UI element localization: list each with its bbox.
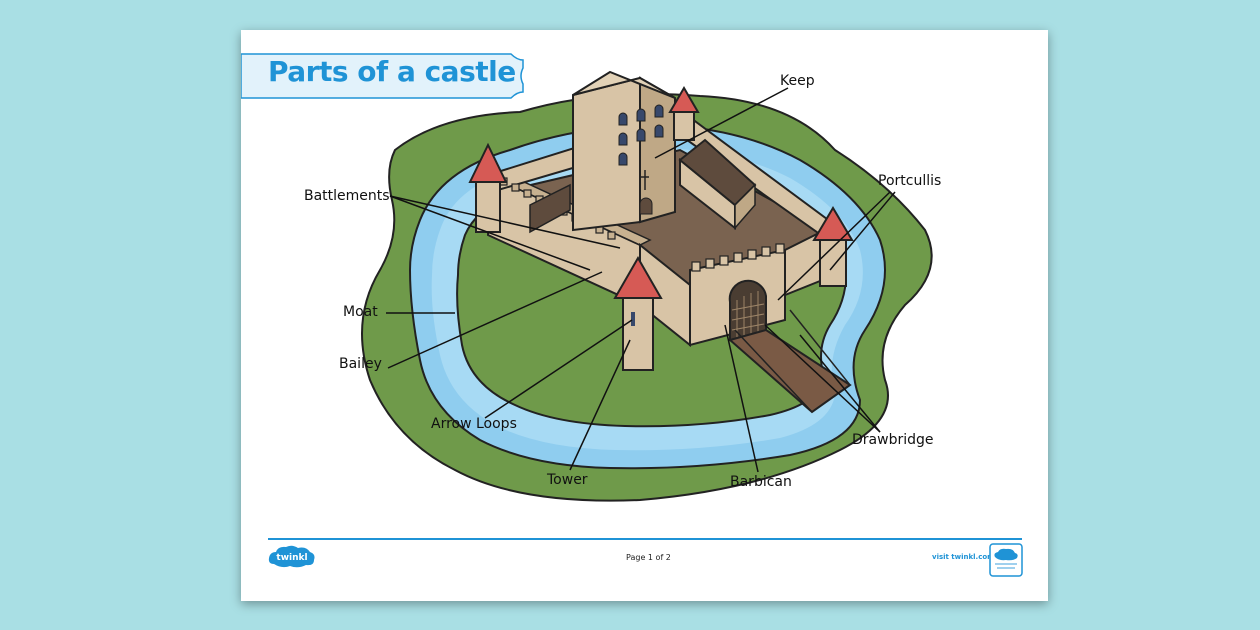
keep-windows — [618, 104, 664, 166]
label-portcullis: Portcullis — [878, 173, 942, 189]
footer-divider — [268, 538, 1022, 540]
label-moat: Moat — [343, 304, 378, 320]
tower-back-left — [468, 142, 508, 233]
label-tower: Tower — [547, 472, 588, 488]
keep-door — [639, 197, 653, 215]
left-hall — [529, 183, 571, 234]
title-banner: Parts of a castle — [241, 52, 526, 100]
twinkl-logo: twinkl — [268, 544, 316, 574]
label-bailey: Bailey — [339, 356, 382, 372]
label-drawbridge: Drawbridge — [852, 432, 934, 448]
tower-front — [613, 255, 663, 371]
svg-text:twinkl: twinkl — [276, 553, 307, 563]
gatehouse-crenels — [691, 243, 785, 272]
twinkl-logo-icon: twinkl — [268, 545, 315, 568]
quality-badge — [989, 543, 1023, 581]
visit-link: visit twinkl.com — [932, 553, 995, 561]
page-number: Page 1 of 2 — [626, 553, 671, 562]
title-banner-shape — [241, 53, 524, 99]
right-hall-side — [734, 183, 756, 231]
label-battlements: Battlements — [304, 188, 390, 204]
keep-top — [572, 70, 676, 99]
tower-back-right — [668, 86, 700, 141]
keep-front — [572, 76, 641, 232]
leader-lines — [386, 87, 896, 473]
page-title: Parts of a castle — [268, 55, 516, 88]
label-keep: Keep — [780, 73, 815, 89]
quality-badge-icon — [989, 543, 1023, 577]
label-arrow-loops: Arrow Loops — [431, 416, 517, 432]
label-barbican: Barbican — [730, 474, 792, 490]
